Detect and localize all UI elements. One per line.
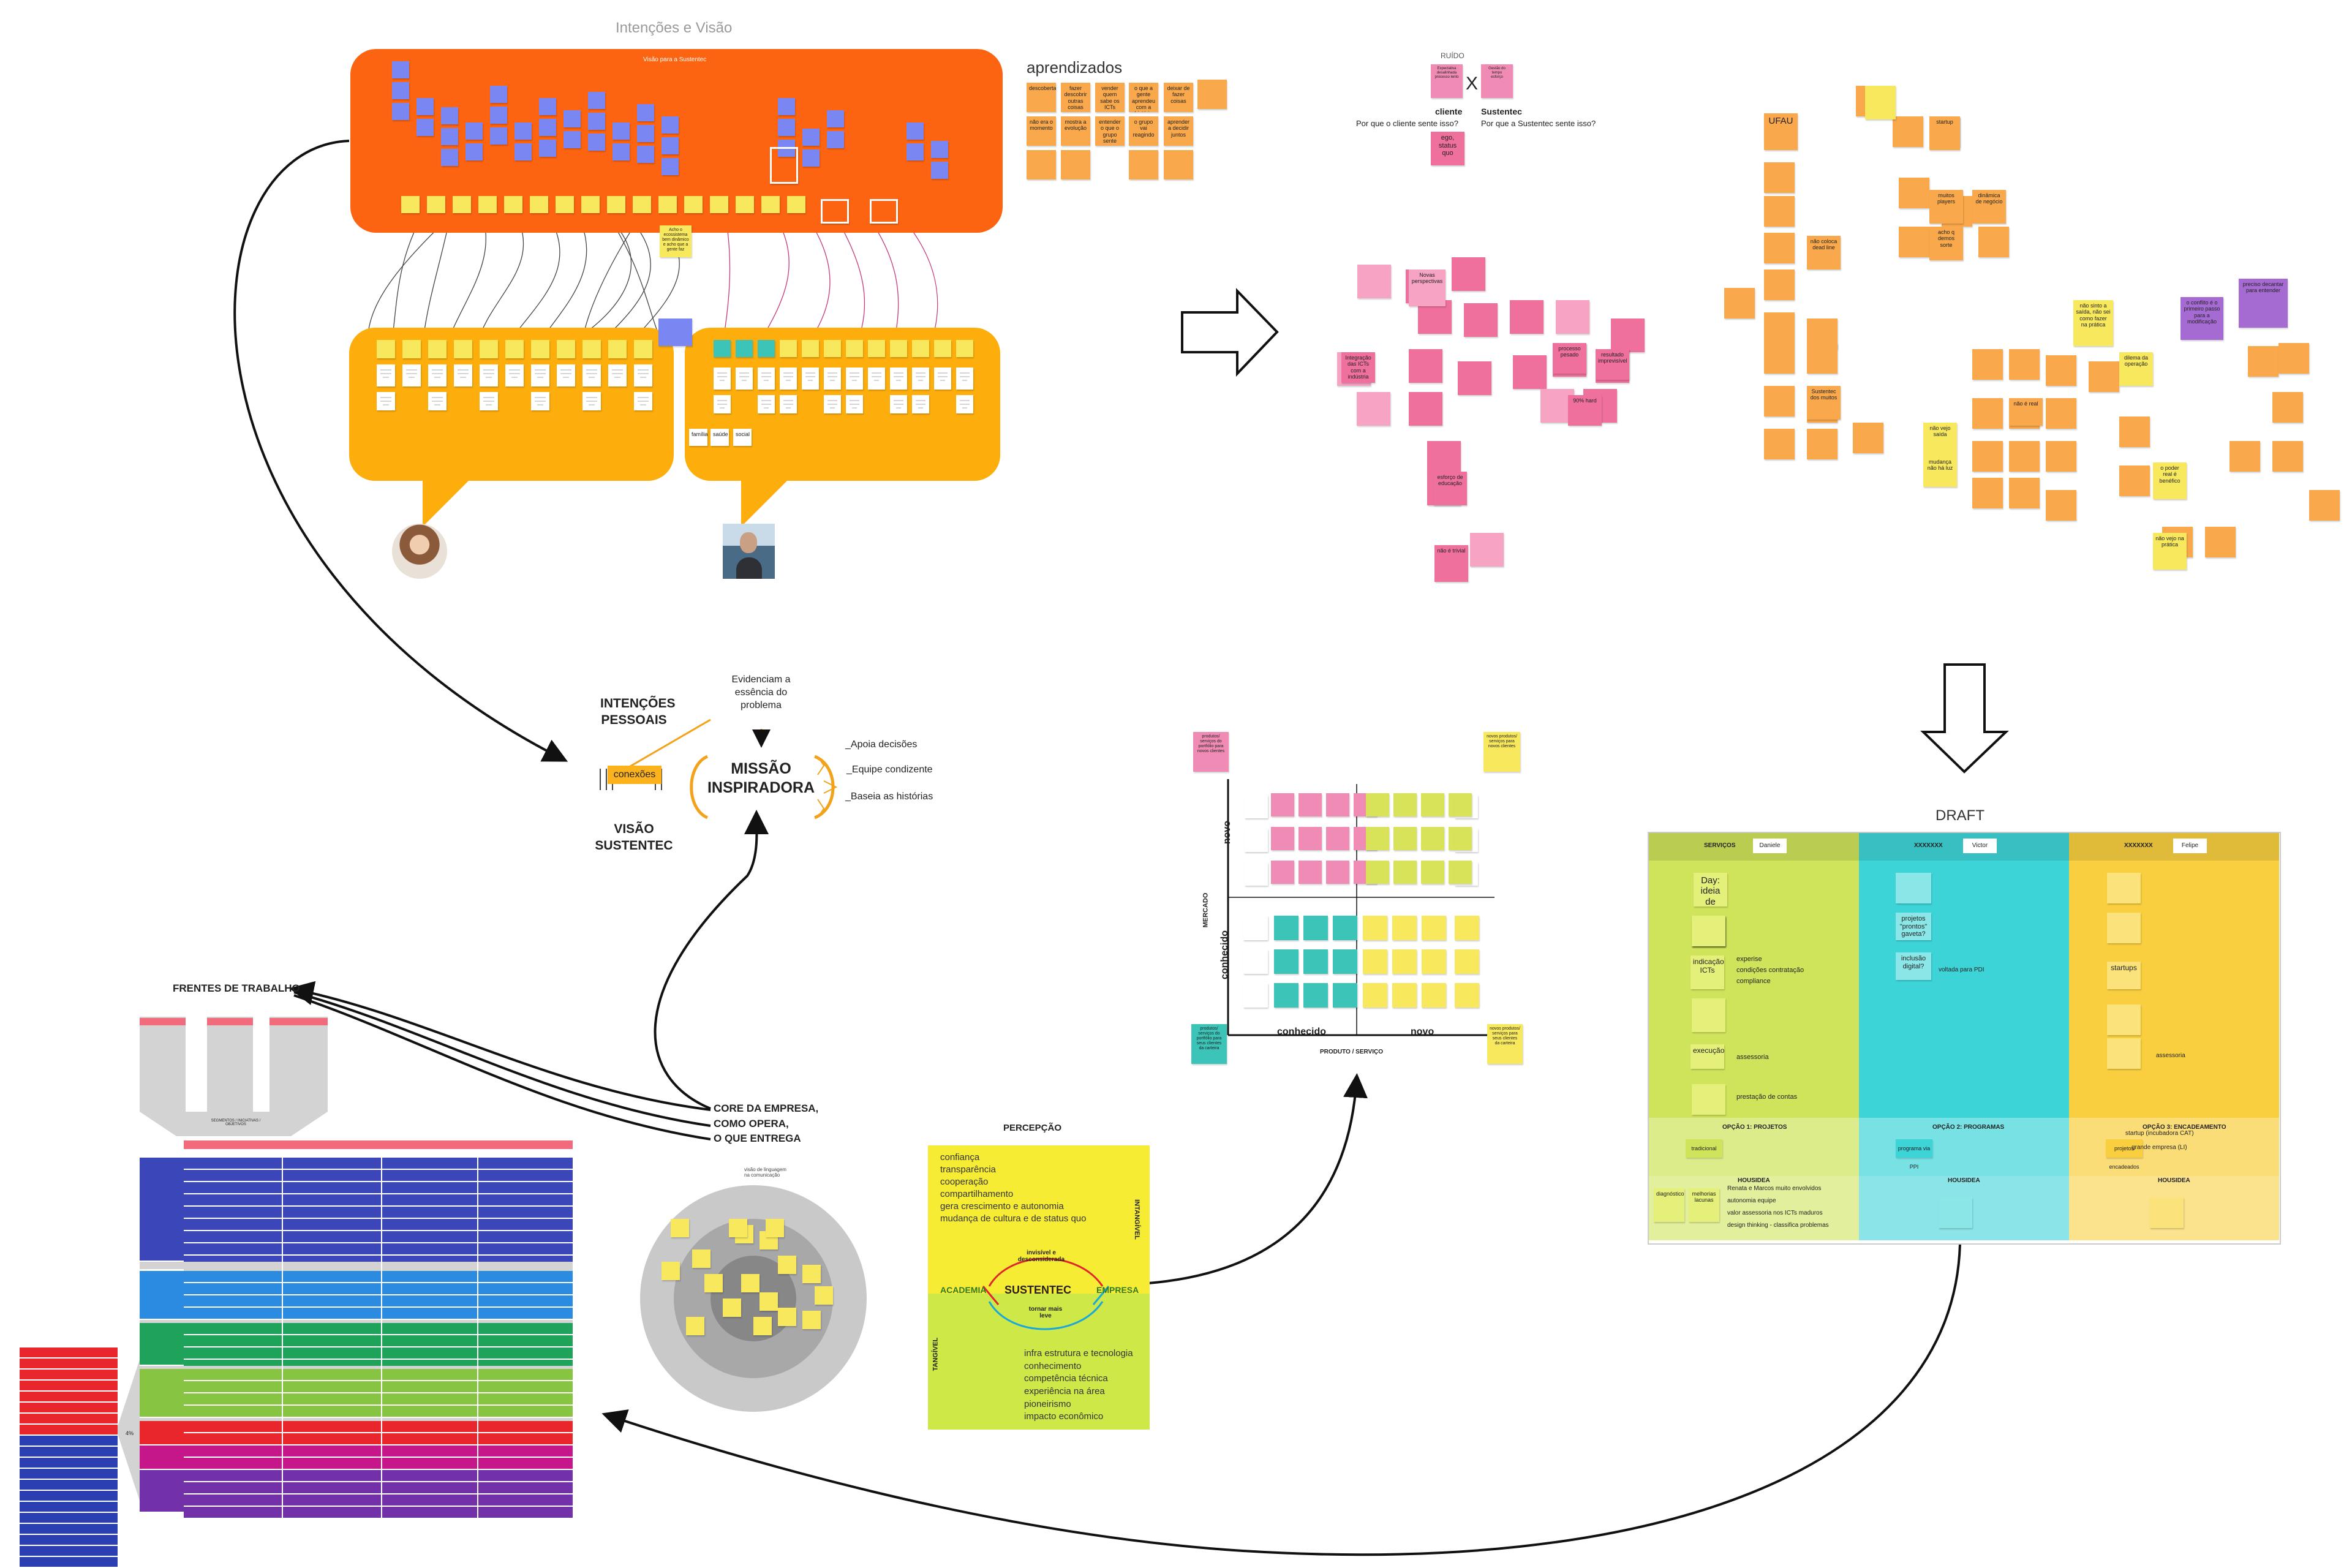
- draft-text: compliance: [1736, 978, 1771, 985]
- academia-label: ACADEMIA: [940, 1285, 986, 1295]
- tangible-item: experiência na área: [1024, 1385, 1133, 1398]
- draft-note: [2150, 1197, 2184, 1228]
- draft-note: Day: ideia de projetos: [1694, 873, 1727, 907]
- draft-note: [1692, 1084, 1725, 1115]
- draft-option-note: programa via PPI: [1896, 1139, 1932, 1158]
- tangible-item: competência técnica: [1024, 1373, 1133, 1385]
- tangible-item: pioneirismo: [1024, 1398, 1133, 1411]
- draft-note: [2107, 1005, 2141, 1035]
- draft-house-title: HOUSIDEA: [2158, 1177, 2190, 1184]
- draft-text: grande empresa (LI): [2132, 1144, 2187, 1151]
- draft-text: autonomia equipe: [1727, 1197, 1776, 1204]
- draft-note: [2107, 913, 2141, 943]
- cycle-top-label: invisível e desconsiderada: [1017, 1250, 1066, 1263]
- draft-column-title: XXXXXXX: [1914, 842, 1943, 849]
- draft-column-body: [2069, 861, 2279, 1118]
- draft-column-title: XXXXXXX: [2124, 842, 2153, 849]
- draft-text: assessoria: [1736, 1054, 1769, 1061]
- draft-text: Renata e Marcos muito envolvidos: [1727, 1185, 1821, 1192]
- draft-text: experise: [1736, 956, 1762, 963]
- draft-note: execução: [1691, 1044, 1724, 1069]
- draft-note: melhorias lacunas: [1689, 1188, 1719, 1222]
- draft-title: DRAFT: [1936, 807, 1985, 824]
- cycle-bottom-label: tornar mais leve: [1024, 1306, 1067, 1319]
- draft-house-title: HOUSIDEA: [1738, 1177, 1770, 1184]
- draft-note: diagnóstico: [1654, 1188, 1684, 1222]
- draft-note: projetos "prontos" gaveta?: [1896, 913, 1931, 940]
- draft-note: [1692, 998, 1725, 1032]
- draft-note: inclusão digital?: [1896, 952, 1931, 980]
- draft-person-tag: Victor: [1963, 839, 1997, 853]
- draft-note: indicação ICTs: [1691, 956, 1724, 989]
- draft-column-body: [1859, 861, 2069, 1118]
- draft-text: prestação de contas: [1736, 1093, 1797, 1101]
- draft-note: startups: [2107, 962, 2141, 989]
- empresa-label: EMPRESA: [1096, 1285, 1139, 1295]
- tangible-item: impacto econômico: [1024, 1411, 1133, 1423]
- draft-option-title: OPÇÃO 1: PROJETOS: [1722, 1124, 1787, 1131]
- draft-person-tag: Felipe: [2173, 839, 2207, 853]
- sustentec-center-label: SUSTENTEC: [1005, 1284, 1071, 1297]
- draft-house-title: HOUSIDEA: [1948, 1177, 1980, 1184]
- draft-person-tag: Daniele: [1753, 839, 1787, 853]
- draft-option-title: OPÇÃO 2: PROGRAMAS: [1932, 1124, 2004, 1131]
- draft-note: [2107, 1038, 2141, 1069]
- tangible-item: conhecimento: [1024, 1360, 1133, 1373]
- draft-text: design thinking - classifica problemas: [1727, 1222, 1829, 1229]
- tangible-list: infra estrutura e tecnologia conheciment…: [1024, 1348, 1133, 1423]
- draft-note: [2107, 873, 2141, 903]
- tangible-item: infra estrutura e tecnologia: [1024, 1348, 1133, 1360]
- draft-text: voltada para PDI: [1939, 967, 1985, 973]
- draft-text: startup (incubadora CAT): [2125, 1130, 2194, 1137]
- draft-text: assessoria: [2156, 1052, 2185, 1059]
- draft-column-body: [1649, 861, 1859, 1118]
- draft-column-title: SERVIÇOS: [1704, 842, 1736, 849]
- draft-note: [1692, 916, 1725, 946]
- draft-note: [1896, 873, 1931, 903]
- draft-text: condições contratação: [1736, 967, 1804, 974]
- draft-text: valor assessoria nos ICTs maduros: [1727, 1210, 1823, 1216]
- draft-option-note: tradicional: [1686, 1139, 1722, 1158]
- draft-note: [1939, 1197, 1972, 1228]
